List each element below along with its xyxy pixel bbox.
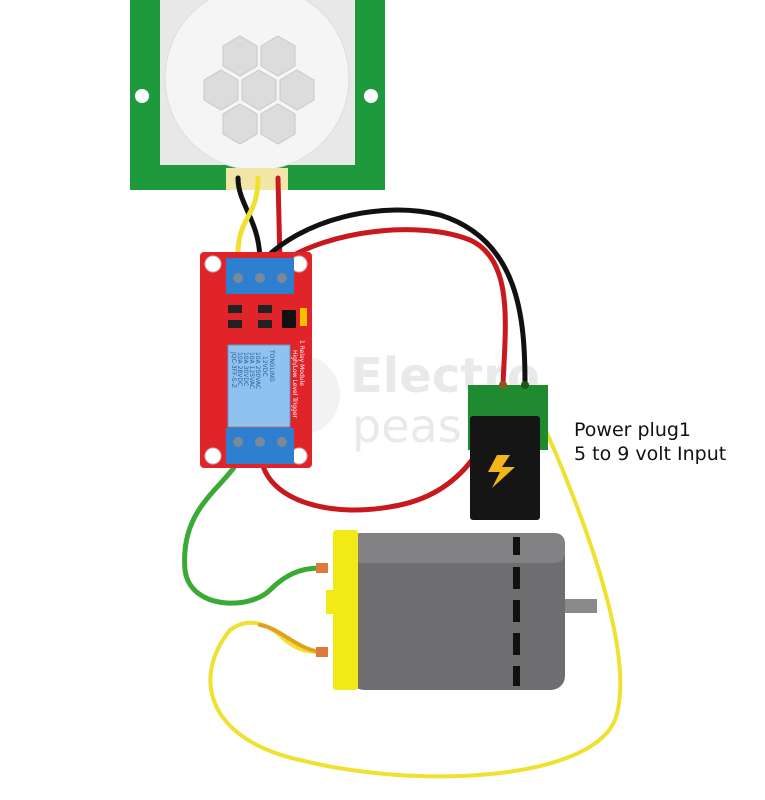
wire-gnd-power [259, 207, 528, 388]
dc-motor [316, 530, 597, 690]
power-plug-label: Power plug1 5 to 9 volt Input [574, 418, 726, 466]
relay-rating: 10A 250VAC [254, 352, 261, 389]
relay-rating: 10A 28VDC [236, 352, 243, 386]
relay-rating: 10A 125VAC [248, 352, 255, 389]
power-jack [468, 381, 548, 520]
relay-voltage: 12VDC [261, 356, 268, 377]
relay-subtitle: High/Low Level Trigger [291, 350, 298, 419]
wire-relay-motor [182, 459, 323, 606]
wire-pir-out [235, 175, 261, 265]
fresnel-lens [203, 35, 315, 145]
pir-sensor [130, 0, 385, 190]
relay-module: TONGLING 12VDC 10A 250VAC 10A 125VAC 10A… [200, 252, 312, 468]
power-label-line2: 5 to 9 volt Input [574, 443, 727, 465]
power-label-line1: Power plug1 [574, 419, 692, 441]
relay-rating: 10A 30VDC [242, 352, 249, 386]
relay-model: JQC-3FF-S-Z [230, 351, 237, 388]
lightning-icon [488, 455, 515, 488]
relay-title: 1 Relay Module [298, 340, 305, 386]
wire-vcc-power [279, 227, 508, 388]
relay-brand: TONGLING [268, 349, 275, 382]
watermark-line2: peas [352, 399, 462, 453]
wires [182, 175, 623, 779]
